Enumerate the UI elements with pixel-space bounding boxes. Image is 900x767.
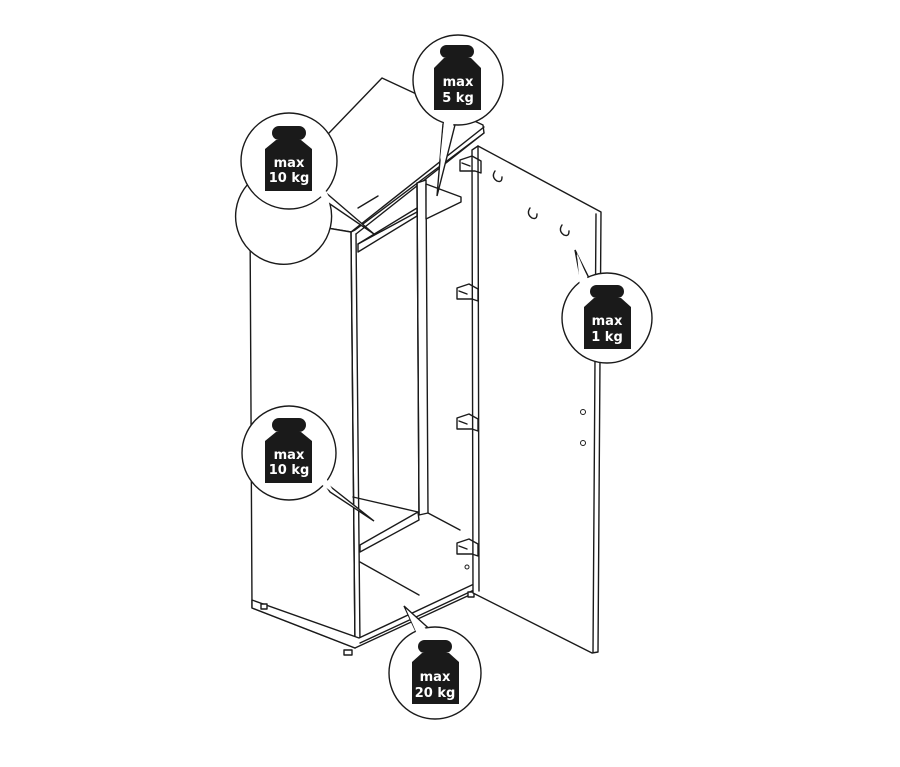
weight-label-line2: 10 kg xyxy=(269,171,310,186)
callout-lower-shelf: max 10 kg xyxy=(241,405,375,522)
weight-label-line1: max xyxy=(592,314,623,329)
hook-icon xyxy=(492,170,503,183)
weight-icon xyxy=(265,418,312,483)
callout-bottom: max 20 kg xyxy=(388,605,482,720)
cabinet-door xyxy=(456,145,602,654)
hinge-icon xyxy=(456,283,479,302)
callout-top-shelf-right: max 5 kg xyxy=(412,34,504,197)
weight-label-line2: 5 kg xyxy=(442,91,474,106)
weight-icon xyxy=(434,45,481,110)
hook-icon xyxy=(527,207,538,220)
handle-hole-icon xyxy=(580,409,586,415)
hinge-icon xyxy=(456,538,479,557)
handle-hole-icon xyxy=(580,440,586,446)
weight-label-line2: 10 kg xyxy=(269,463,310,478)
callout-top-shelf-left: max 10 kg xyxy=(234,112,375,265)
handle-hole-icon xyxy=(464,564,470,570)
hinge-icon xyxy=(456,413,479,432)
weight-icon xyxy=(412,640,459,704)
hinge-icon xyxy=(459,155,482,174)
weight-icon xyxy=(265,126,312,191)
weight-icon xyxy=(584,285,631,349)
weight-label-line2: 20 kg xyxy=(415,686,456,701)
weight-label-line1: max xyxy=(274,156,305,171)
weight-label-line1: max xyxy=(443,75,474,90)
weight-label-line1: max xyxy=(420,670,451,685)
callout-door-hooks: max 1 kg xyxy=(561,249,653,364)
hook-icon xyxy=(559,224,570,237)
weight-label-line1: max xyxy=(274,448,305,463)
weight-label-line2: 1 kg xyxy=(591,330,623,345)
